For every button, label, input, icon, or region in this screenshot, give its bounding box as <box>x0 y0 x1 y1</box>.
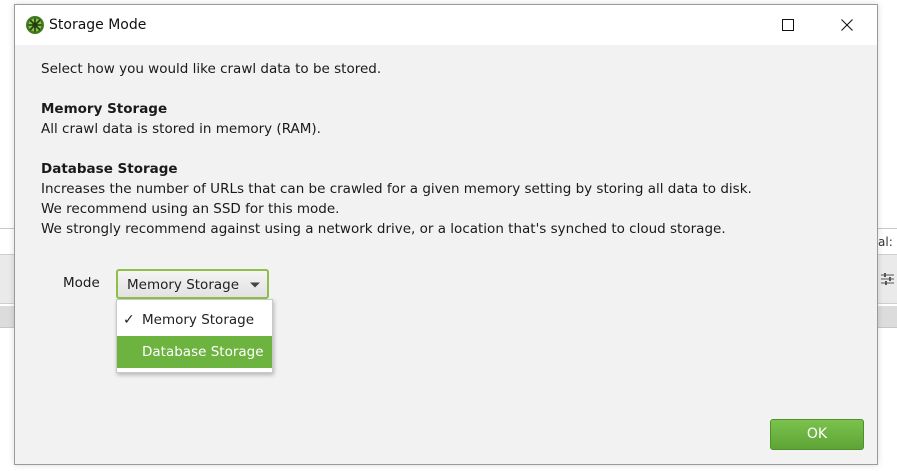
dropdown-option-label: Memory Storage <box>142 312 255 328</box>
dropdown-option-memory-storage[interactable]: ✓ Memory Storage <box>117 304 272 336</box>
database-storage-line: We recommend using an SSD for this mode. <box>41 201 340 217</box>
close-button[interactable] <box>824 5 870 45</box>
spider-logo-icon <box>26 16 44 34</box>
database-storage-heading: Database Storage <box>41 161 178 177</box>
dropdown-option-database-storage[interactable]: Database Storage <box>117 336 272 368</box>
ok-button[interactable]: OK <box>770 419 864 450</box>
background-divider-right <box>878 228 897 229</box>
storage-mode-dialog: Storage Mode Select how you would like c… <box>14 4 878 465</box>
background-partial-label: al: ( <box>878 235 897 249</box>
memory-storage-heading: Memory Storage <box>41 101 168 117</box>
mode-label: Mode <box>63 275 100 291</box>
close-icon <box>841 19 853 31</box>
filter-settings-icon[interactable] <box>880 272 895 286</box>
title-bar[interactable]: Storage Mode <box>15 5 877 45</box>
background-toolbar-left <box>0 254 16 304</box>
mode-select-value: Memory Storage <box>127 277 240 293</box>
memory-storage-description: All crawl data is stored in memory (RAM)… <box>41 121 321 137</box>
checkmark-icon: ✓ <box>123 312 135 328</box>
database-storage-line: We strongly recommend against using a ne… <box>41 221 726 237</box>
mode-dropdown-menu: ✓ Memory Storage Database Storage <box>116 299 273 373</box>
database-storage-line: Increases the number of URLs that can be… <box>41 181 752 197</box>
maximize-icon <box>782 19 794 31</box>
background-header-right <box>878 306 897 328</box>
minimize-button[interactable] <box>695 5 741 45</box>
maximize-button[interactable] <box>765 5 811 45</box>
background-divider-left <box>0 228 16 229</box>
mode-select[interactable]: Memory Storage <box>116 269 269 299</box>
intro-text: Select how you would like crawl data to … <box>41 61 382 77</box>
window-title: Storage Mode <box>49 17 147 33</box>
background-header-left <box>0 306 16 328</box>
dropdown-option-label: Database Storage <box>142 344 264 360</box>
minimize-icon <box>713 24 723 26</box>
chevron-down-icon <box>250 282 260 288</box>
